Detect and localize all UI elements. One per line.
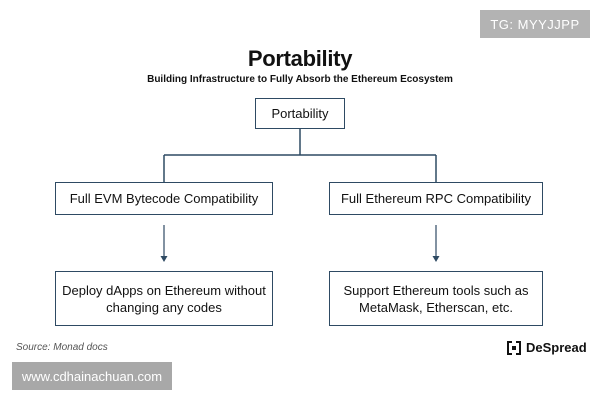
url-watermark: www.cdhainachuan.com <box>12 362 172 390</box>
diagram-title: Portability <box>247 46 353 71</box>
despread-icon <box>507 340 521 355</box>
evm-bytecode-node: Full EVM Bytecode Compatibility <box>55 182 273 215</box>
deploy-dapps-node: Deploy dApps on Ethereum without changin… <box>55 271 273 326</box>
ethereum-tools-node: Support Ethereum tools such as MetaMask,… <box>329 271 543 326</box>
telegram-watermark: TG: MYYJJPP <box>480 10 590 38</box>
left-arrowhead <box>160 256 168 262</box>
root-node: Portability <box>255 98 345 129</box>
brand-name: DeSpread <box>526 340 587 355</box>
source-caption: Source: Monad docs <box>16 342 108 353</box>
diagram-subtitle: Building Infrastructure to Fully Absorb … <box>147 74 453 85</box>
right-arrowhead <box>432 256 440 262</box>
rpc-compatibility-node: Full Ethereum RPC Compatibility <box>329 182 543 215</box>
brand-logo: DeSpread <box>507 340 587 355</box>
